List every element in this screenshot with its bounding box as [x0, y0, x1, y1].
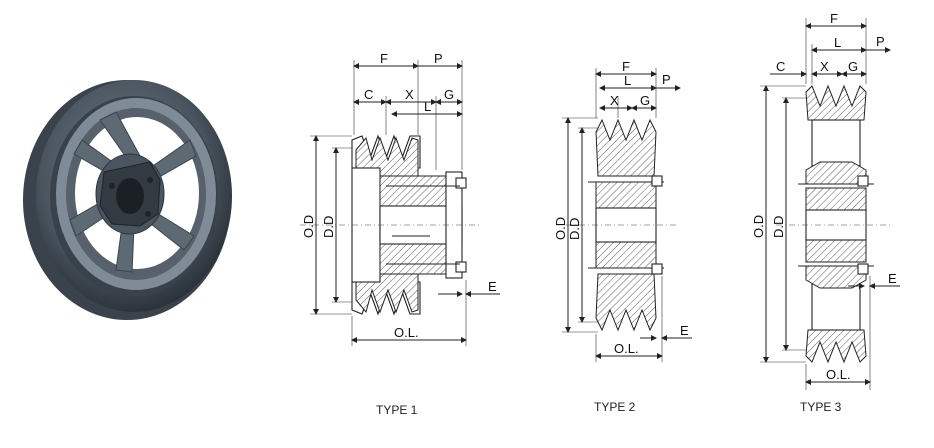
- type3-dim-c: C: [776, 59, 785, 74]
- type1-drawing: F P C X G L O.D D.D O.L. E TYPE 1: [300, 51, 500, 417]
- type1-dim-ol: O.L.: [394, 325, 419, 340]
- type3-dim-od: O.D: [751, 215, 766, 238]
- type1-dim-dd: D.D: [321, 216, 336, 238]
- type1-dim-p: P: [434, 51, 443, 66]
- type3-drawing: F L P C X G O.D D.D O.L. E TYPE 3: [751, 11, 900, 414]
- type1-dim-e: E: [488, 279, 497, 294]
- type3-dim-ol: O.L.: [826, 367, 851, 382]
- type2-dim-x: X: [610, 93, 619, 108]
- type3-dim-e: E: [888, 271, 897, 286]
- type1-dim-f: F: [380, 51, 388, 66]
- type2-drawing: F L P X G O.D D.D O.L. E TYPE 2: [553, 59, 692, 414]
- type3-dim-g: G: [848, 59, 858, 74]
- type2-dim-l: L: [624, 73, 631, 88]
- type3-dim-l: L: [834, 35, 841, 50]
- type3-dim-x: X: [820, 59, 829, 74]
- type1-dim-l: L: [424, 99, 431, 114]
- type1-dim-od: O.D: [301, 215, 316, 238]
- pulley-photo: [23, 80, 232, 320]
- type2-dim-f: F: [622, 59, 630, 74]
- type3-dim-f: F: [830, 11, 838, 26]
- type2-dim-od: O.D: [553, 217, 568, 240]
- type2-dim-p: P: [662, 72, 671, 87]
- type3-dim-p: P: [876, 34, 885, 49]
- type2-dim-ol: O.L.: [614, 341, 639, 356]
- type2-dim-dd: D.D: [567, 218, 582, 240]
- type3-caption: TYPE 3: [800, 400, 842, 414]
- type2-dim-g: G: [640, 93, 650, 108]
- type1-dim-c: C: [364, 87, 373, 102]
- type1-dim-x: X: [405, 87, 414, 102]
- type2-caption: TYPE 2: [594, 400, 636, 414]
- type3-dim-dd: D.D: [771, 216, 786, 238]
- type1-caption: TYPE 1: [376, 403, 418, 417]
- type2-dim-e: E: [680, 323, 689, 338]
- type1-dim-g: G: [444, 87, 454, 102]
